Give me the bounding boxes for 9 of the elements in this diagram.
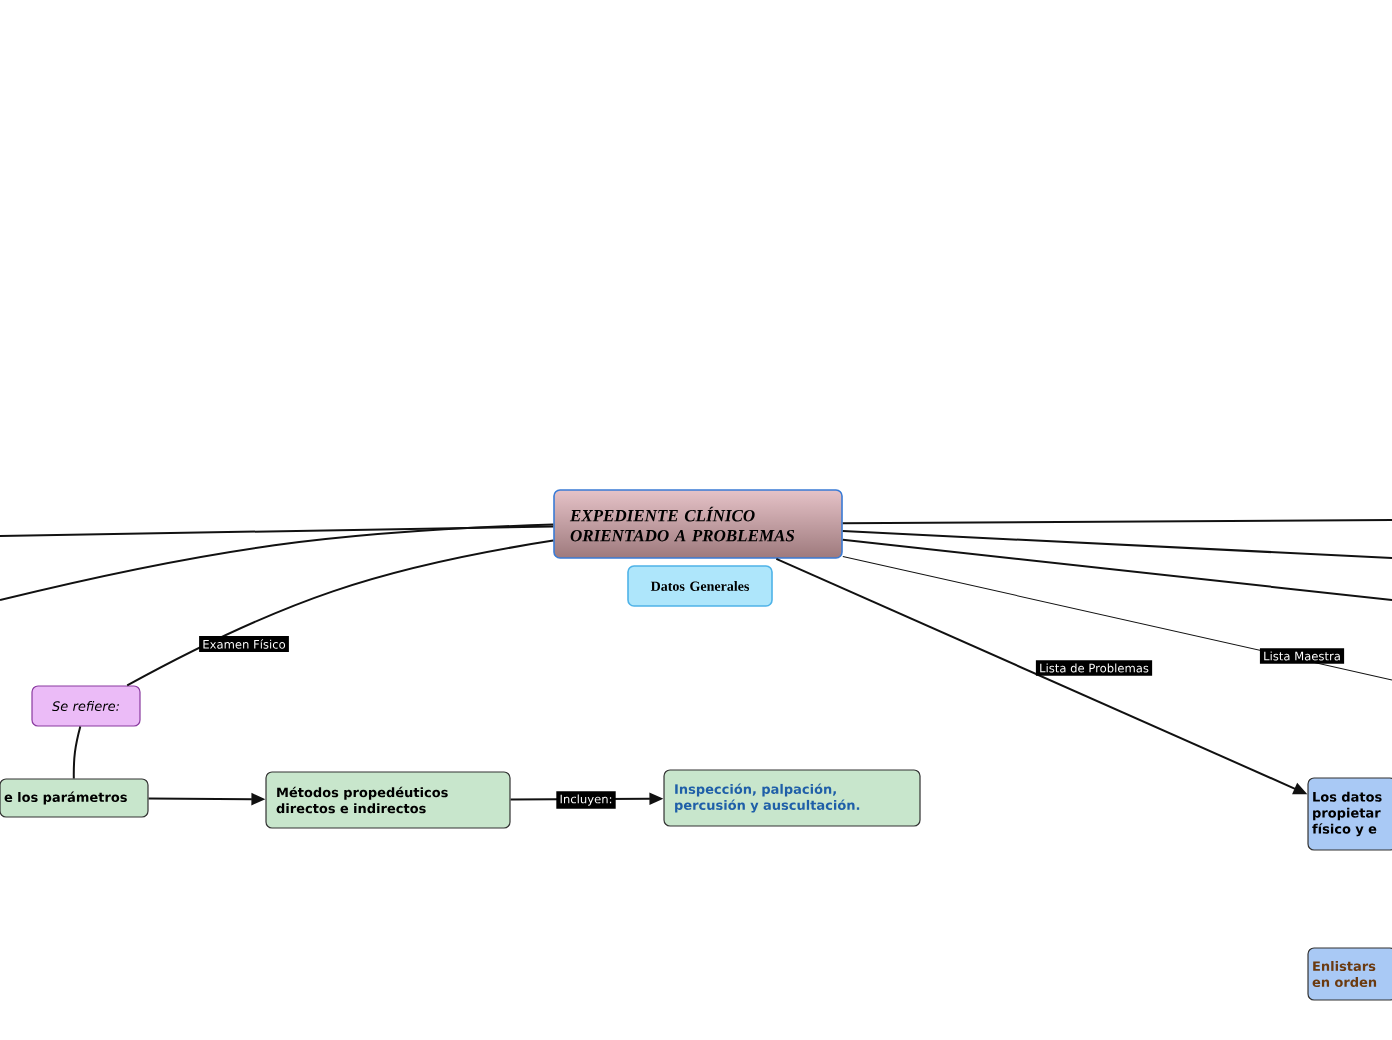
connector-line xyxy=(841,519,1392,525)
connector-line xyxy=(841,530,1392,559)
connector-line xyxy=(126,539,555,687)
connector-line xyxy=(72,725,82,780)
connector-line xyxy=(0,523,555,601)
connector-line xyxy=(0,525,555,537)
connector-line xyxy=(841,538,1392,601)
connector-line xyxy=(842,555,1392,681)
title-box: EXPEDIENTE CLÍNICO ORIENTADO A PROBLEMAS xyxy=(553,489,843,559)
